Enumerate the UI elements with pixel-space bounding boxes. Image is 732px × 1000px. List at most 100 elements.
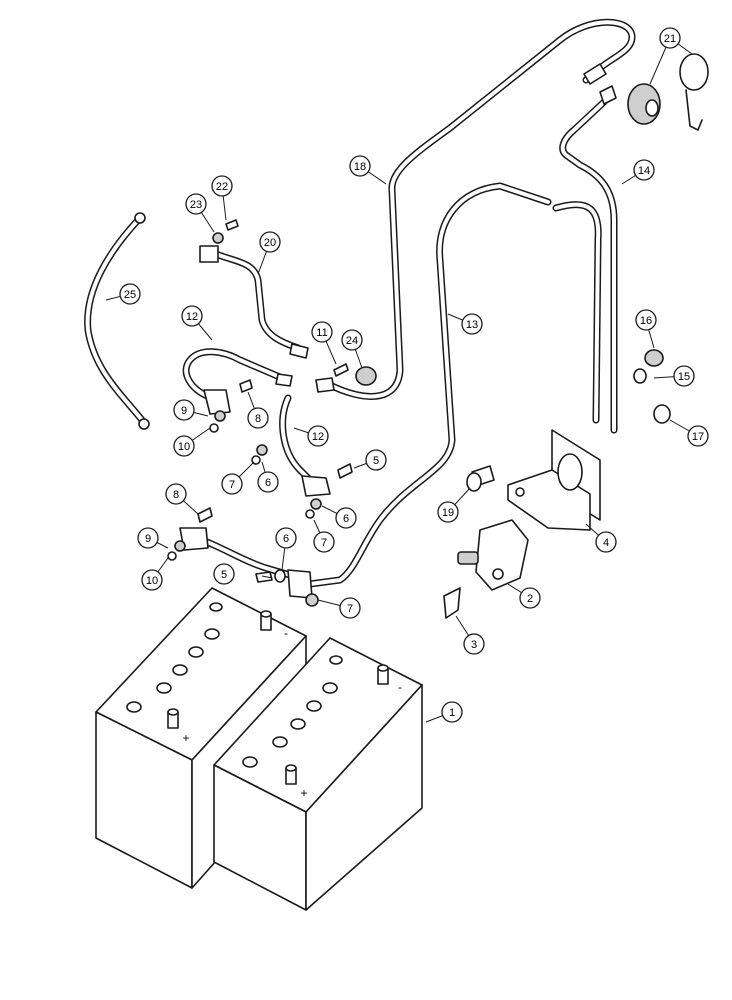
cable-12-upper <box>182 348 293 415</box>
callout-21: 21 <box>659 27 681 49</box>
nut-7-lower <box>305 593 319 607</box>
callout-circle <box>349 155 371 177</box>
callout-circle <box>633 159 655 181</box>
battery-front-positive-post <box>285 764 297 785</box>
cable-13-switch-lead <box>552 201 602 424</box>
callout-number: 23 <box>190 199 202 211</box>
callout-circle <box>185 193 207 215</box>
callout-number: 4 <box>603 537 609 549</box>
callout-number: 24 <box>346 335 358 347</box>
callout-circle <box>437 501 459 523</box>
callout-number: 8 <box>255 413 261 425</box>
callout-18: 18 <box>349 155 371 177</box>
callout-number: 7 <box>347 603 353 615</box>
washer-6-lower <box>274 569 286 583</box>
bolt-8-upper <box>239 379 253 393</box>
callout-number: 1 <box>449 707 455 719</box>
callout-9: 9 <box>173 399 195 421</box>
cable-12-lower <box>279 394 331 497</box>
callout-number: 6 <box>265 477 271 489</box>
cable-18 <box>315 18 636 400</box>
callout-circle <box>221 473 243 495</box>
callout-number: 22 <box>216 181 228 193</box>
callout-circle <box>673 365 695 387</box>
callout-23: 23 <box>185 193 207 215</box>
callout-number: 5 <box>373 455 379 467</box>
callout-circle <box>173 399 195 421</box>
callout-circle <box>687 425 709 447</box>
callout-number: 13 <box>466 319 478 331</box>
callout-number: 18 <box>354 161 366 173</box>
callout-15: 15 <box>673 365 695 387</box>
callout-25: 25 <box>119 283 141 305</box>
callout-number: 9 <box>145 533 151 545</box>
callout-number: 7 <box>229 479 235 491</box>
bolt-8-lower <box>197 507 213 523</box>
cap-17 <box>653 404 671 424</box>
callout-14: 14 <box>633 159 655 181</box>
callout-number: 8 <box>173 489 179 501</box>
callout-circle <box>313 531 335 553</box>
callout-6: 6 <box>275 527 297 549</box>
callout-number: 11 <box>316 327 327 339</box>
battery-rear-negative-post <box>260 610 272 631</box>
callout-number: 6 <box>283 533 289 545</box>
battery-rear-positive-post <box>167 708 179 729</box>
callout-circle <box>335 507 357 529</box>
callout-number: 5 <box>221 569 227 581</box>
callout-13: 13 <box>461 313 483 335</box>
nut-23 <box>212 232 224 244</box>
callout-circle <box>181 305 203 327</box>
cable-20 <box>199 245 309 359</box>
battery-switch <box>457 519 529 591</box>
callouts: 1234556667778899101011121213141516171819… <box>119 27 709 723</box>
callout-11: 11 <box>311 321 333 343</box>
callout-6: 6 <box>257 471 279 493</box>
callout-circle <box>211 175 233 197</box>
callout-12: 12 <box>307 425 329 447</box>
callout-17: 17 <box>687 425 709 447</box>
callout-10: 10 <box>141 569 163 591</box>
callout-number: 16 <box>640 315 652 327</box>
bolt-5-lower <box>255 571 273 583</box>
callout-circle <box>365 449 387 471</box>
callout-circle <box>595 531 617 553</box>
callout-number: 7 <box>321 537 327 549</box>
callout-number: 17 <box>692 431 704 443</box>
callout-7: 7 <box>339 597 361 619</box>
switch-key <box>443 587 461 619</box>
callout-5: 5 <box>365 449 387 471</box>
callout-circle <box>341 329 363 351</box>
callout-circle <box>137 527 159 549</box>
callout-circle <box>659 27 681 49</box>
battery-link-cable <box>179 527 313 599</box>
callout-24: 24 <box>341 329 363 351</box>
callout-3: 3 <box>463 633 485 655</box>
washer-nut-9-10-lower <box>167 540 186 561</box>
callout-5: 5 <box>213 563 235 585</box>
callout-circle <box>257 471 279 493</box>
callout-number: 21 <box>664 33 676 45</box>
grommet-16 <box>644 349 664 367</box>
cable-25 <box>84 212 150 430</box>
callout-circle <box>441 701 463 723</box>
battery-front-positive-mark: + <box>300 786 307 800</box>
callout-number: 19 <box>442 507 454 519</box>
callout-number: 6 <box>343 513 349 525</box>
callout-number: 12 <box>312 431 324 443</box>
battery-rear-cell-caps <box>126 602 223 713</box>
callout-7: 7 <box>313 531 335 553</box>
washer-nut-6-7-middle <box>251 444 268 465</box>
cable-13 <box>306 182 552 588</box>
callout-circle <box>275 527 297 549</box>
callout-circle <box>247 407 269 429</box>
callout-circle <box>213 563 235 585</box>
bolt-19 <box>466 465 495 492</box>
callout-number: 25 <box>124 289 136 301</box>
callout-circle <box>173 435 195 457</box>
screw-11 <box>333 363 349 377</box>
callout-circle <box>463 633 485 655</box>
callout-6: 6 <box>335 507 357 529</box>
callout-circle <box>165 483 187 505</box>
